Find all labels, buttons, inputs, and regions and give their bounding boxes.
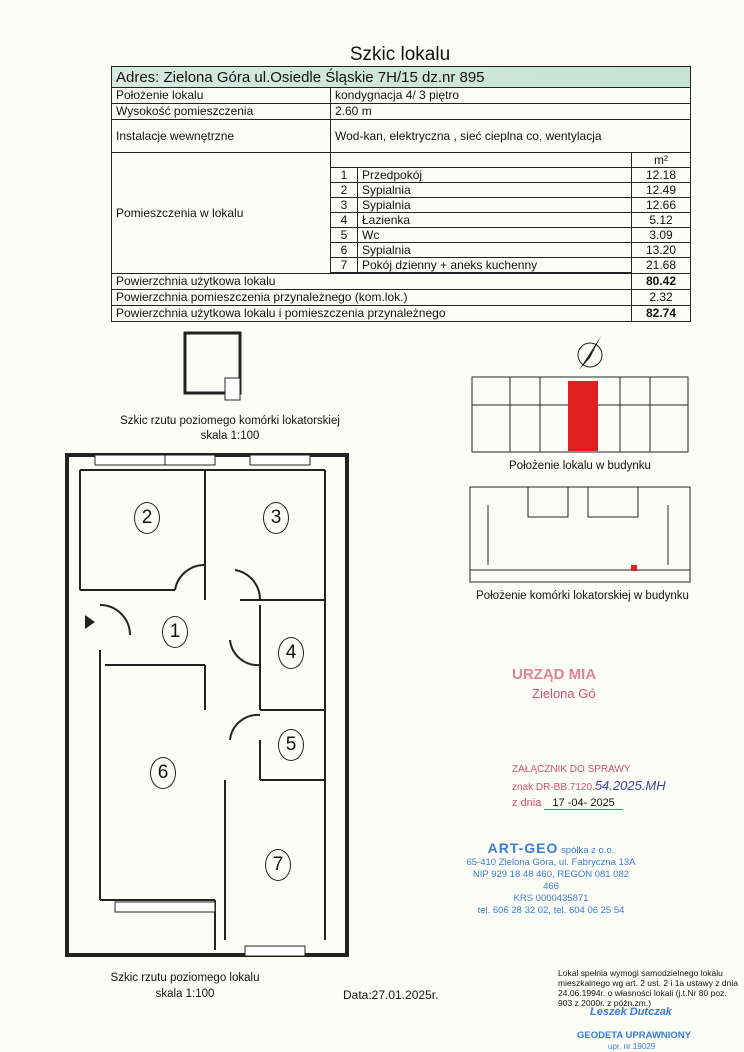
company-suffix: spółka z o.o. (561, 845, 615, 856)
total-value: 2.32 (631, 289, 691, 306)
storage-building-caption: Położenie komórki lokatorskiej w budynku (476, 590, 689, 602)
total-label: Powierzchnia użytkowa lokalu i pomieszcz… (111, 305, 632, 322)
room-area: 12.66 (631, 197, 690, 213)
room-area: 3.09 (631, 227, 690, 243)
building-location-plan (471, 376, 689, 453)
room-area: 13.20 (631, 242, 690, 258)
surveyor-name: Leszek Dutczak (590, 1006, 672, 1018)
unit-header: m² (631, 153, 690, 168)
room-area: 21.68 (631, 257, 690, 273)
room-number: 6 (331, 242, 358, 258)
rooms-label: Pomieszczenia w lokalu (111, 152, 331, 274)
plan-caption: Szkic rzutu poziomego lokalu (110, 972, 260, 984)
room-name: Sypialnia (357, 182, 632, 198)
room-area: 5.12 (631, 212, 690, 228)
surveyor-title: GEODETA UPRAWNIONY (577, 1030, 692, 1041)
surveyor-license: upr. nr 19029 (608, 1042, 656, 1051)
storage-caption: Szkic rzutu poziomego komórki lokatorski… (120, 415, 340, 427)
row-value: 2.60 m (330, 103, 691, 120)
row-value: kondygnacja 4/ 3 piętro (330, 87, 691, 104)
entrance-arrow-icon (85, 615, 95, 629)
room-area: 12.49 (631, 182, 690, 198)
office-stamp-line2: Zielona Gó (532, 686, 596, 701)
attachment-date: 17 -04- 2025 (544, 797, 623, 810)
total-value: 82.74 (631, 305, 691, 322)
room-marker: 5 (278, 729, 304, 761)
company-name: ART-GEO (487, 840, 559, 856)
attachment-stamp-line3: z dnia (512, 797, 542, 809)
room-number: 5 (331, 227, 358, 243)
room-name: Przedpokój (357, 167, 632, 183)
total-label: Powierzchnia pomieszczenia przynależnego… (111, 289, 632, 306)
room-number: 2 (331, 182, 358, 198)
storage-scale: skala 1:100 (200, 430, 260, 442)
office-stamp-line1: URZĄD MIA (512, 666, 597, 683)
floor-plan (65, 453, 349, 957)
company-address: 65-410 Zielona Góra, ul. Fabryczna 13A (466, 857, 636, 868)
room-number: 3 (331, 197, 358, 213)
room-marker: 3 (263, 502, 289, 534)
storage-sketch (183, 331, 242, 401)
highlighted-unit (568, 381, 598, 451)
room-number: 4 (331, 212, 358, 228)
room-marker: 6 (150, 757, 176, 789)
page-title: Szkic lokalu (349, 44, 451, 65)
row-label: Wysokość pomieszczenia (111, 103, 331, 120)
row-label: Położenie lokalu (111, 87, 331, 104)
room-marker: 2 (134, 502, 160, 534)
company-phones: tel. 606 28 32 02, tel. 604 06 25 54 (477, 905, 625, 916)
room-area: 12.18 (631, 167, 690, 183)
attachment-stamp-line1: ZAŁĄCZNIK DO SPRAWY (512, 764, 631, 775)
room-name: Wc (357, 227, 632, 243)
room-name: Pokój dzienny + aneks kuchenny (357, 257, 632, 273)
company-krs: KRS 0000435871 (513, 893, 589, 904)
north-arrow-icon (577, 336, 603, 370)
row-label: Instalacje wewnętrzne (111, 119, 331, 153)
address: Adres: Zielona Góra ul.Osiedle Śląskie 7… (111, 66, 691, 88)
total-value: 80.42 (631, 273, 691, 290)
storage-location-plan (469, 486, 691, 583)
row-value: Wod-kan, elektryczna , sieć cieplna co, … (330, 119, 691, 153)
room-marker: 4 (278, 637, 304, 669)
building-caption: Położenie lokalu w budynku (509, 460, 651, 472)
total-label: Powierzchnia użytkowa lokalu (111, 273, 632, 290)
plan-scale: skala 1:100 (155, 988, 215, 1000)
room-marker: 1 (162, 616, 188, 648)
room-name: Sypialnia (357, 197, 632, 213)
room-name: Łazienka (357, 212, 632, 228)
premises-table: Adres: Zielona Góra ul.Osiedle Śląskie 7… (111, 66, 691, 322)
date: Data:27.01.2025r. (343, 988, 439, 1002)
company-stamp: ART-GEO spółka z o.o. 65-410 Zielona Gór… (466, 840, 636, 917)
company-ids: NIP 929 18 48 460, REGON 081 082 466 (472, 869, 630, 892)
compliance-note: Lokal spełnia wymogi samodzielnego lokal… (558, 968, 739, 1008)
attachment-stamp-line2: znak DR-BB.7120. (512, 782, 595, 793)
room-name: Sypialnia (357, 242, 632, 258)
room-number: 1 (331, 167, 358, 183)
room-number: 7 (331, 257, 358, 273)
room-marker: 7 (265, 849, 291, 881)
handwritten-ref: 54.2025.MH (594, 778, 666, 793)
